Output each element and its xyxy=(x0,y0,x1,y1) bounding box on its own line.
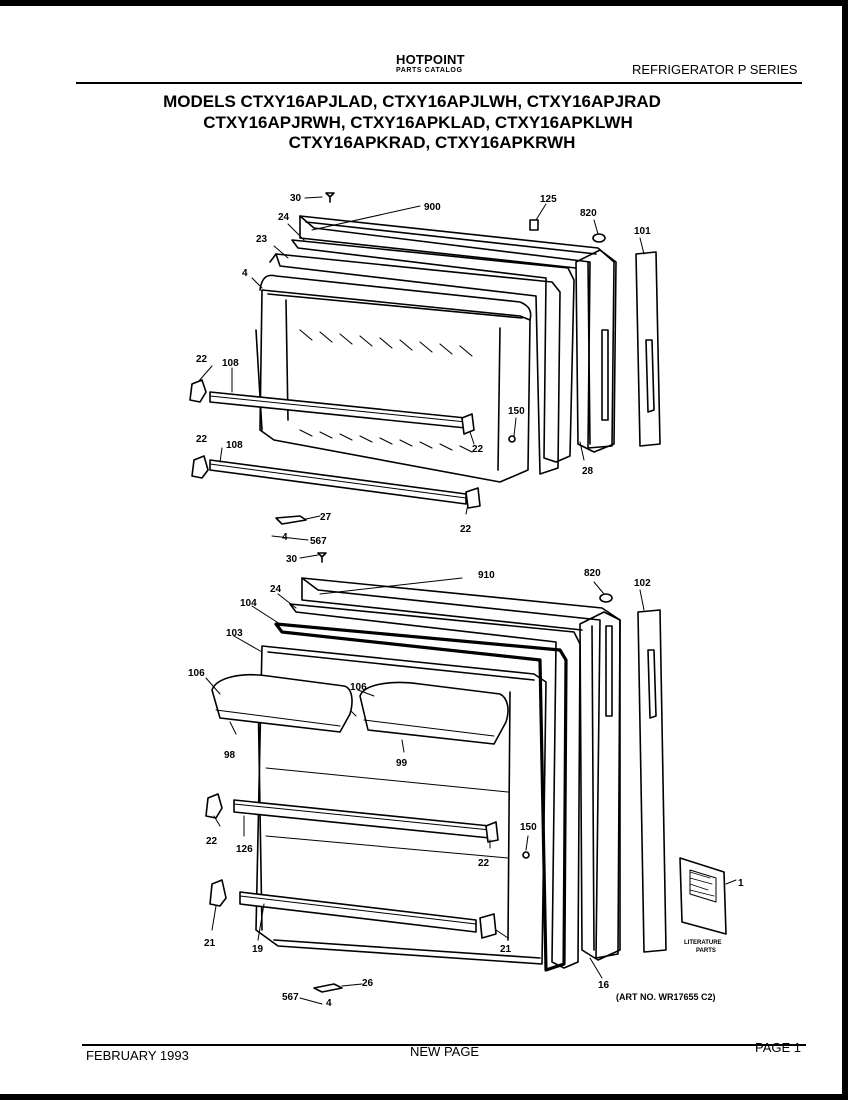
callout-22-bottom-b: 22 xyxy=(206,836,218,847)
callout-22-a: 22 xyxy=(196,354,208,365)
callout-30-bottom: 30 xyxy=(286,554,298,565)
callout-21-b: 21 xyxy=(500,944,512,955)
callout-108-b: 108 xyxy=(226,440,243,451)
callout-30-top: 30 xyxy=(290,193,302,204)
callout-910: 910 xyxy=(478,570,495,581)
art-number: (ART NO. WR17655 C2) xyxy=(616,992,716,1002)
callout-820-top: 820 xyxy=(580,208,597,219)
literature-label: LITERATURE xyxy=(684,940,722,946)
callout-4-pad: 4 xyxy=(282,532,288,543)
callout-26: 26 xyxy=(362,978,374,989)
callout-22-bottom-a: 22 xyxy=(478,858,490,869)
callout-108-a: 108 xyxy=(222,358,239,369)
callout-24-bottom: 24 xyxy=(270,584,282,595)
callout-22-c: 22 xyxy=(472,444,484,455)
callout-22-b: 22 xyxy=(196,434,208,445)
footer-date: FEBRUARY 1993 xyxy=(86,1048,189,1063)
callout-22-d: 22 xyxy=(460,524,472,535)
callout-106-a: 106 xyxy=(188,668,205,679)
series-label: REFRIGERATOR P SERIES xyxy=(632,62,798,77)
callout-27: 27 xyxy=(320,512,332,523)
callout-103: 103 xyxy=(226,628,243,639)
callout-23: 23 xyxy=(256,234,268,245)
callout-150-bottom: 150 xyxy=(520,822,537,833)
freezer-door-assembly xyxy=(189,192,661,541)
models-title-line-1: MODELS CTXY16APJLAD, CTXY16APJLWH, CTXY1… xyxy=(163,92,661,111)
callout-4-bottom: 4 xyxy=(326,998,332,1009)
callout-567-bottom: 567 xyxy=(282,992,299,1003)
header-rule xyxy=(76,82,802,84)
footer-page-number: PAGE 1 xyxy=(755,1040,802,1055)
callout-567-top: 567 xyxy=(310,536,327,547)
page-border-right xyxy=(842,0,848,1100)
callout-104: 104 xyxy=(240,598,257,609)
brand-name: HOTPOINT xyxy=(396,52,465,67)
callout-101: 101 xyxy=(634,226,651,237)
callout-106-b: 106 xyxy=(350,682,367,693)
page-border-top xyxy=(0,0,848,6)
callout-4-top: 4 xyxy=(242,268,248,279)
callout-99: 99 xyxy=(396,758,408,769)
callout-820-bottom: 820 xyxy=(584,568,601,579)
callout-24-top: 24 xyxy=(278,212,290,223)
models-title-line-3: CTXY16APKRAD, CTXY16APKRWH xyxy=(288,133,576,152)
callout-19: 19 xyxy=(252,944,264,955)
callout-126: 126 xyxy=(236,844,253,855)
callout-1: 1 xyxy=(738,878,744,889)
callout-28: 28 xyxy=(582,466,594,477)
callout-150-top: 150 xyxy=(508,406,525,417)
fresh-food-door-assembly xyxy=(205,552,737,1005)
page-border-bottom xyxy=(0,1094,848,1100)
callout-16: 16 xyxy=(598,980,610,991)
callout-102: 102 xyxy=(634,578,651,589)
parts-label: PARTS xyxy=(696,948,716,954)
callout-21-a: 21 xyxy=(204,938,216,949)
footer-rule xyxy=(82,1044,806,1046)
footer-new-page: NEW PAGE xyxy=(410,1044,480,1059)
callout-98: 98 xyxy=(224,750,236,761)
models-title-line-2: CTXY16APJRWH, CTXY16APKLAD, CTXY16APKLWH xyxy=(203,113,633,132)
catalog-label: PARTS CATALOG xyxy=(396,67,463,74)
callout-900: 900 xyxy=(424,202,441,213)
callout-125: 125 xyxy=(540,194,557,205)
